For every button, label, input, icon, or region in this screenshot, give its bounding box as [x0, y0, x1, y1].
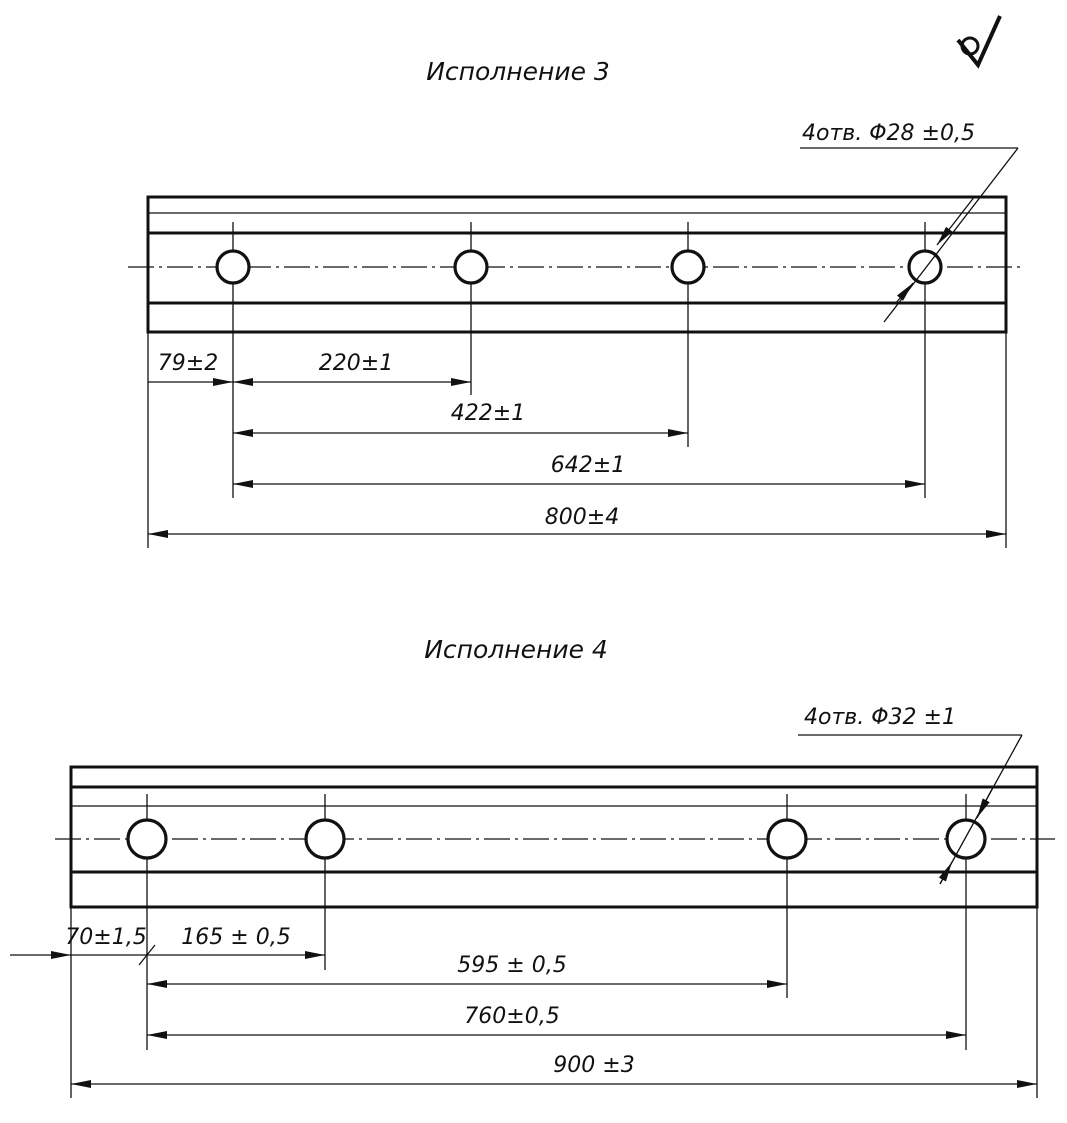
hole-leader-4: [798, 734, 1023, 885]
dim-4-first-offset: 70±1,5: [65, 925, 146, 950]
plate-4: [69, 765, 1039, 909]
variant-4-title: Исполнение 4: [424, 635, 608, 664]
variant-3-view: Исполнение 3: [128, 57, 1022, 548]
dim-4-760: 760±0,5: [464, 1004, 559, 1029]
hole-4-4: [945, 818, 987, 860]
dim-3-total: 800±4: [545, 505, 619, 530]
dim-4-165: 165 ± 0,5: [181, 925, 290, 950]
dim-3-422: 422±1: [451, 401, 525, 426]
variant-4-view: Исполнение 4: [10, 635, 1055, 1098]
roughness-mark-icon: [956, 15, 1002, 69]
dim-3-220: 220±1: [319, 351, 393, 376]
extension-lines-3: [147, 222, 1007, 548]
hole-4-1: [126, 818, 168, 860]
hole-3-4: [907, 249, 943, 285]
hole-note-4: 4отв. Φ32 ±1: [804, 705, 956, 730]
dim-4-595: 595 ± 0,5: [457, 953, 566, 978]
dim-4-total: 900 ±3: [553, 1053, 634, 1078]
hole-note-3: 4отв. Φ28 ±0,5: [802, 121, 975, 146]
plate-3: [146, 195, 1008, 334]
hole-4-3: [766, 818, 808, 860]
dim-3-642: 642±1: [551, 453, 625, 478]
variant-3-title: Исполнение 3: [426, 57, 610, 86]
hole-3-3: [670, 249, 706, 285]
dim-3-first-offset: 79±2: [158, 351, 218, 376]
hole-leader-3: [800, 147, 1019, 323]
dimension-lines-3: [148, 378, 1006, 538]
hole-4-2: [304, 818, 346, 860]
hole-3-1: [215, 249, 251, 285]
dimension-lines-4: [10, 944, 1037, 1088]
hole-3-2: [453, 249, 489, 285]
